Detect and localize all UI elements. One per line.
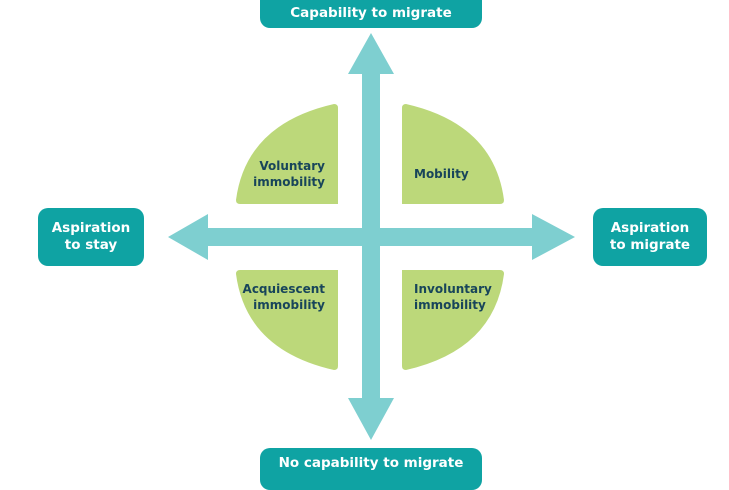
involuntary-immobility-line-1: Involuntary: [414, 282, 492, 296]
involuntary-immobility-label: Involuntary immobility: [414, 281, 492, 313]
voluntary-immobility-label: Voluntary immobility: [236, 158, 325, 190]
capability-to-migrate-box: Capability to migrate: [260, 0, 482, 28]
quadrant-top-right-shape: [402, 104, 504, 204]
acquiescent-immobility-label: Acquiescent immobility: [236, 281, 325, 313]
quadrant-top-left-shape: [236, 104, 338, 204]
aspiration-to-migrate-line-1: Aspiration: [610, 220, 690, 236]
acquiescent-immobility-line-2: immobility: [253, 298, 325, 312]
aspiration-to-migrate-line-2: to migrate: [609, 237, 691, 253]
aspiration-to-stay-line-2: to stay: [64, 237, 118, 253]
involuntary-immobility-line-2: immobility: [414, 298, 486, 312]
voluntary-immobility-line-2: immobility: [253, 175, 325, 189]
quadrant-bottom-left-shape: [236, 270, 338, 370]
vertical-double-arrow: [348, 33, 394, 440]
acquiescent-immobility-line-1: Acquiescent: [242, 282, 325, 296]
aspiration-to-stay-box: Aspiration to stay: [38, 208, 144, 266]
aspiration-to-migrate-box: Aspiration to migrate: [593, 208, 707, 266]
no-capability-to-migrate-box: No capability to migrate: [260, 448, 482, 490]
mobility-label: Mobility: [414, 166, 469, 182]
quadrant-bottom-right-shape: [402, 270, 504, 370]
diagram-graphics: [168, 33, 575, 440]
migration-aspiration-capability-diagram: Capability to migrate No capability to m…: [38, 0, 707, 490]
no-capability-to-migrate-label: No capability to migrate: [278, 454, 464, 471]
voluntary-immobility-line-1: Voluntary: [259, 159, 325, 173]
aspiration-to-stay-line-1: Aspiration: [51, 220, 131, 236]
capability-to-migrate-label: Capability to migrate: [290, 4, 452, 21]
mobility-line-1: Mobility: [414, 167, 469, 181]
